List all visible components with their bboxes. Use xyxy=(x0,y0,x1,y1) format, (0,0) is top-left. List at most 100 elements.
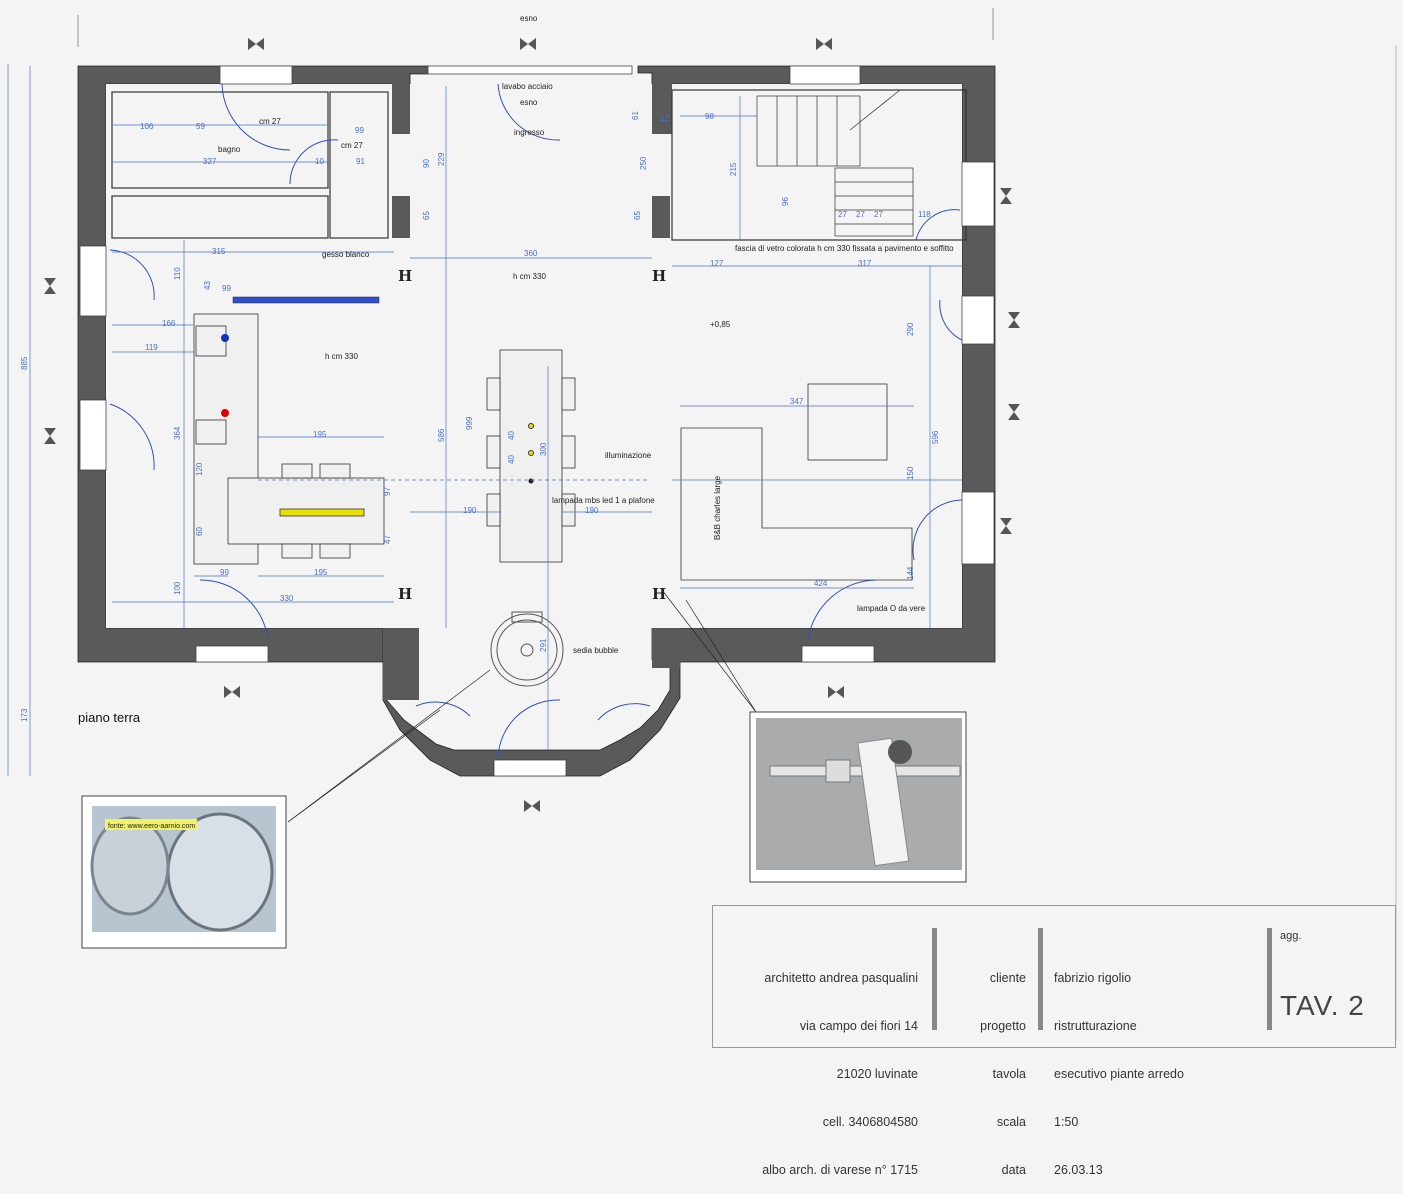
dimension-value: 885 xyxy=(20,356,29,370)
dimension-value: 59 xyxy=(196,122,205,131)
field-name: data xyxy=(1001,1163,1026,1177)
dimension-value: 999 xyxy=(465,416,474,430)
dimension-value: 119 xyxy=(145,343,158,352)
dimension-value: 98 xyxy=(705,112,714,121)
dimension-value: 150 xyxy=(906,466,915,480)
dimension-value: 360 xyxy=(524,249,538,258)
dimension-value: 229 xyxy=(437,152,446,166)
dimension-value: 10 xyxy=(315,157,324,166)
label-illuminazione: illuminazione xyxy=(605,451,652,460)
dimension-value: 315 xyxy=(212,247,226,256)
dimension-value: 166 xyxy=(162,319,176,328)
room-labels: esno bagno cm 27 cm 27 lavabo acciaio es… xyxy=(218,14,954,655)
dimension-value: 61 xyxy=(631,111,640,120)
sofa xyxy=(680,383,913,581)
dimension-value: 120 xyxy=(195,462,204,476)
architect-line: albo arch. di varese n° 1715 xyxy=(762,1163,918,1177)
bubble-chair xyxy=(490,611,564,687)
field-name: tavola xyxy=(992,1067,1026,1081)
dimension-value: 586 xyxy=(437,428,446,442)
label-h330-a: h cm 330 xyxy=(513,272,546,281)
dimension-value: 99 xyxy=(355,126,364,135)
title-divider xyxy=(1267,928,1272,1030)
field-values: fabrizio rigolio ristrutturazione esecut… xyxy=(1054,938,1184,1194)
dimension-value: 364 xyxy=(173,426,182,440)
field-name: cliente xyxy=(989,971,1026,985)
dimension-value: 215 xyxy=(729,162,738,176)
dimension-value: 47 xyxy=(383,535,392,544)
label-esno-top: esno xyxy=(520,14,538,23)
dimension-value: 347 xyxy=(790,397,804,406)
dimension-value: 106 xyxy=(140,122,154,131)
dimension-value: 250 xyxy=(639,156,648,170)
dimension-value: 100 xyxy=(173,581,182,595)
architect-line: cell. 3406804580 xyxy=(822,1115,918,1129)
field-value: esecutivo piante arredo xyxy=(1054,1067,1184,1081)
dimension-value: 173 xyxy=(20,708,29,722)
dimension-value: 99 xyxy=(222,284,231,293)
title-divider xyxy=(1038,928,1043,1030)
shelf xyxy=(232,296,380,304)
dimension-value: 96 xyxy=(781,197,790,206)
red-dot xyxy=(221,409,229,417)
label-lampada-o: lampada O da vere xyxy=(857,604,926,613)
architect-line: 21020 luvinate xyxy=(836,1067,918,1081)
dimension-value: 110 xyxy=(173,267,182,280)
field-value: fabrizio rigolio xyxy=(1054,971,1132,985)
dimension-value: 190 xyxy=(463,506,477,515)
svg-text:H: H xyxy=(652,267,666,285)
field-value: 26.03.13 xyxy=(1054,1163,1103,1177)
architect-line: architetto andrea pasqualini xyxy=(764,971,918,985)
label-bagno: bagno xyxy=(218,145,241,154)
field-name: scala xyxy=(996,1115,1026,1129)
dimension-value: 195 xyxy=(314,568,328,577)
windows xyxy=(79,65,995,777)
dimension-value: 40 xyxy=(507,431,516,440)
field-value: ristrutturazione xyxy=(1054,1019,1137,1033)
dimension-value: 596 xyxy=(931,430,940,444)
dimension-value: 27 xyxy=(874,210,883,219)
label-cm27-b: cm 27 xyxy=(341,141,363,150)
dimension-value: 118 xyxy=(918,210,931,219)
stairs xyxy=(756,89,914,237)
svg-text:H: H xyxy=(398,267,412,285)
dimension-value: 144 xyxy=(906,566,915,580)
dimension-value: 91 xyxy=(356,157,365,166)
title-block xyxy=(712,905,1396,1048)
dimension-value: 65 xyxy=(422,211,431,220)
label-gesso: gesso blanco xyxy=(322,250,370,259)
label-piano-terra: piano terra xyxy=(78,710,141,725)
field-name: progetto xyxy=(980,1019,1026,1033)
label-quota: +0,85 xyxy=(710,320,731,329)
dimension-value: 127 xyxy=(710,259,724,268)
callout-lines xyxy=(287,589,757,823)
dimension-value: 60 xyxy=(195,527,204,536)
dimension-value: 40 xyxy=(507,455,516,464)
dimension-value: 290 xyxy=(906,322,915,336)
source-text: fonte: www.eero-aarnio.com xyxy=(108,823,195,830)
sheet-number: TAV. 2 xyxy=(1280,990,1365,1021)
label-bb: B&B charles large xyxy=(713,475,722,540)
label-h330-b: h cm 330 xyxy=(325,352,358,361)
field-value: 1:50 xyxy=(1054,1115,1079,1129)
dimension-value: 330 xyxy=(280,594,294,603)
label-cm27-a: cm 27 xyxy=(259,117,281,126)
label-lampada-mbs: lampada mbs led 1 a plafone xyxy=(552,496,655,505)
dimension-value: 190 xyxy=(585,506,599,515)
dimension-value: 27 xyxy=(838,210,847,219)
svg-text:H: H xyxy=(398,585,412,603)
label-sedia-bubble: sedia bubble xyxy=(573,646,619,655)
rail-photo xyxy=(756,718,962,870)
title-divider xyxy=(932,928,937,1030)
architect-block: architetto andrea pasqualini via campo d… xyxy=(736,938,918,1194)
dimension-value: 99 xyxy=(220,568,229,577)
source-tag xyxy=(105,819,197,830)
label-fascia: fascia di vetro colorata h cm 330 fissat… xyxy=(735,244,954,253)
partitions xyxy=(383,84,680,700)
label-esno-2: esno xyxy=(520,98,538,107)
label-ingresso: ingresso xyxy=(514,128,545,137)
window-markers xyxy=(44,38,1020,812)
dimension-value: 27 xyxy=(856,210,865,219)
kitchen xyxy=(193,313,385,565)
